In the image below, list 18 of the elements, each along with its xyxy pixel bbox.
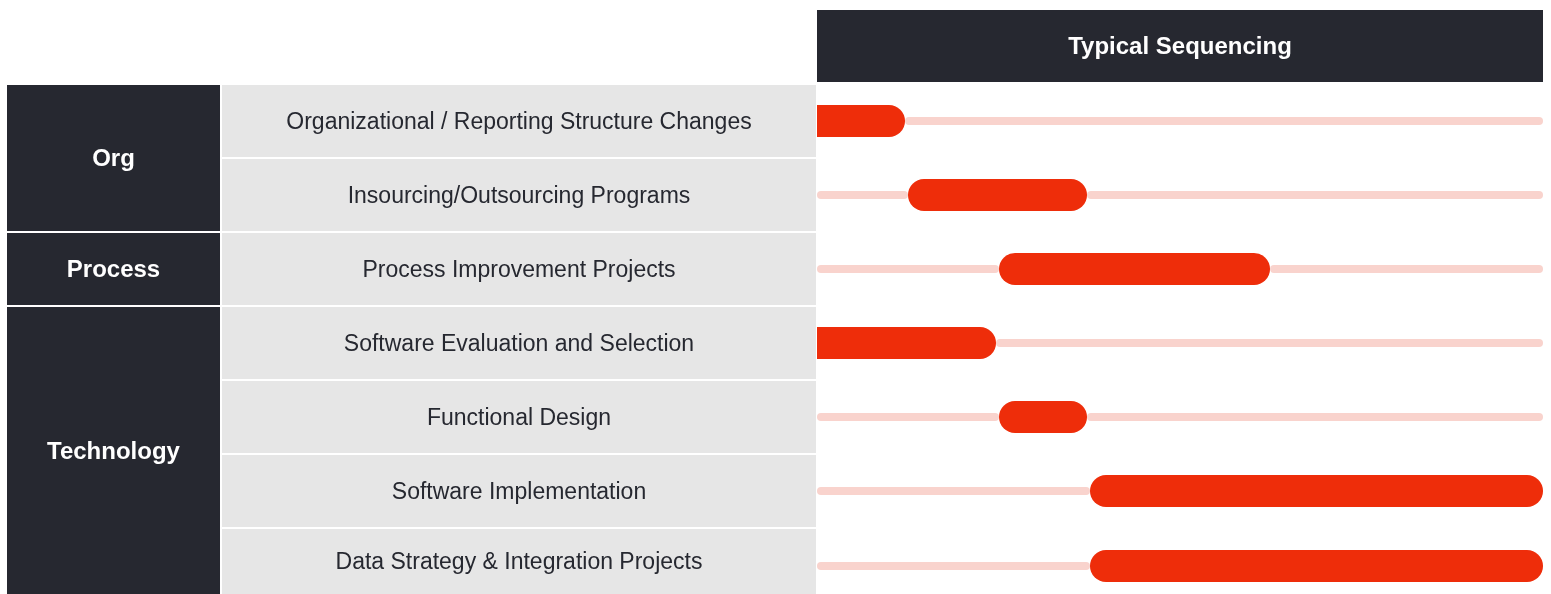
table-cell: Data Strategy & Integration Projects: [222, 529, 816, 594]
table-cell: Software Evaluation and Selection: [222, 307, 816, 379]
timeline-bar: [999, 401, 1087, 433]
category-band: Technology: [7, 307, 220, 594]
timeline-bar: [1090, 550, 1543, 582]
table-cell: Functional Design: [222, 381, 816, 453]
timeline-bar: [908, 179, 1087, 211]
category-band: Process: [7, 233, 220, 305]
table-cell: Organizational / Reporting Structure Changes: [222, 85, 816, 157]
timeline-bar: [999, 253, 1270, 285]
column-header: Typical Sequencing: [817, 10, 1543, 82]
timeline-bar: [1090, 475, 1543, 507]
category-band: Org: [7, 85, 220, 231]
table-cell: Process Improvement Projects: [222, 233, 816, 305]
timeline-bar: [817, 327, 996, 359]
table-cell: Software Implementation: [222, 455, 816, 527]
table-cell: Insourcing/Outsourcing Programs: [222, 159, 816, 231]
timeline-bar: [817, 105, 905, 137]
